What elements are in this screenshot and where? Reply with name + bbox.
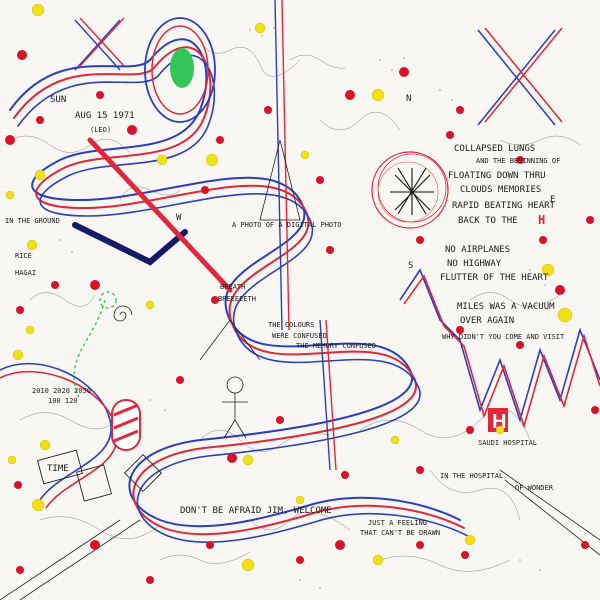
label-collapsed-lungs: COLLAPSED LUNGS bbox=[454, 144, 536, 154]
label-rapid: RAPID BEATING HEART bbox=[452, 201, 555, 211]
spiral bbox=[113, 305, 133, 322]
label-over-again: OVER AGAIN bbox=[460, 316, 515, 326]
label-flutter: FLUTTER OF THE HEART bbox=[440, 273, 549, 283]
oval-loop bbox=[144, 17, 216, 123]
label-rice: RICE bbox=[15, 252, 32, 260]
snake-path bbox=[9, 38, 469, 543]
scribble-circle bbox=[371, 151, 449, 229]
label-photo: A PHOTO OF A DIGITAL PHOTO bbox=[232, 221, 342, 229]
label-dont-be-afraid: DON'T BE AFRAID JIM, WELCOME bbox=[180, 506, 332, 516]
label-breath: BREATH bbox=[220, 283, 246, 291]
figure-sketch bbox=[199, 139, 301, 439]
label-breeeeeth: BREEEEETH bbox=[218, 295, 256, 303]
label-miles: MILES WAS A VACUUM bbox=[457, 302, 555, 312]
time-sign bbox=[37, 449, 163, 502]
label-hospital: SAUDI HOSPITAL bbox=[478, 439, 538, 447]
label-years: 2010 2020 2050 bbox=[32, 387, 92, 395]
compass-n: N bbox=[406, 94, 412, 104]
red-stick bbox=[87, 137, 233, 293]
red-splats bbox=[5, 50, 599, 584]
label-back-to: BACK TO THE bbox=[458, 216, 518, 226]
dot-stipple bbox=[59, 27, 546, 589]
label-cant-drawn: THAT CAN'T BE DRAWN bbox=[360, 529, 441, 537]
label-hagai: HAGAI bbox=[15, 269, 37, 277]
vertical-lines bbox=[274, 0, 337, 471]
yellow-splats bbox=[5, 3, 573, 572]
label-colours: THE COLOURS bbox=[268, 321, 315, 329]
label-leo: (LEO) bbox=[90, 126, 112, 134]
label-time: TIME bbox=[47, 464, 69, 474]
navy-boomerang bbox=[72, 222, 188, 266]
label-no-highway: NO HIGHWAY bbox=[447, 259, 502, 269]
label-floating: FLOATING DOWN THRU bbox=[448, 171, 546, 181]
label-no-airplanes: NO AIRPLANES bbox=[445, 245, 511, 255]
compass-e: E bbox=[550, 195, 556, 205]
label-years2: 100 120 bbox=[48, 397, 78, 405]
compass-w: W bbox=[176, 213, 182, 223]
label-in-hospital: IN THE HOSPITAL bbox=[440, 472, 504, 480]
label-feeling: JUST A FEELING bbox=[368, 519, 428, 527]
label-h-upper: H bbox=[538, 213, 546, 227]
zigzag-right bbox=[399, 268, 600, 429]
x-mark-left bbox=[74, 17, 125, 71]
label-confused: WERE CONFUSED bbox=[272, 332, 327, 340]
label-beginning: AND THE BEGINNING OF bbox=[476, 157, 561, 165]
label-ground: IN THE GROUND bbox=[5, 217, 60, 225]
x-mark-right bbox=[477, 27, 563, 126]
background-scribbles bbox=[9, 39, 581, 572]
green-dotted-line bbox=[73, 291, 117, 401]
label-wonder: OF WONDER bbox=[515, 484, 553, 492]
label-date: AUG 15 1971 bbox=[75, 111, 135, 121]
striped-capsule bbox=[111, 399, 141, 451]
label-clouds: CLOUDS MEMORIES bbox=[460, 185, 542, 195]
label-why-didnt: WHY DIDN'T YOU COME AND VISIT bbox=[442, 333, 565, 341]
label-sun: SUN bbox=[50, 95, 67, 105]
compass-s: S bbox=[408, 261, 414, 271]
label-memory: THE MEMORY CONFUSED bbox=[296, 342, 377, 350]
